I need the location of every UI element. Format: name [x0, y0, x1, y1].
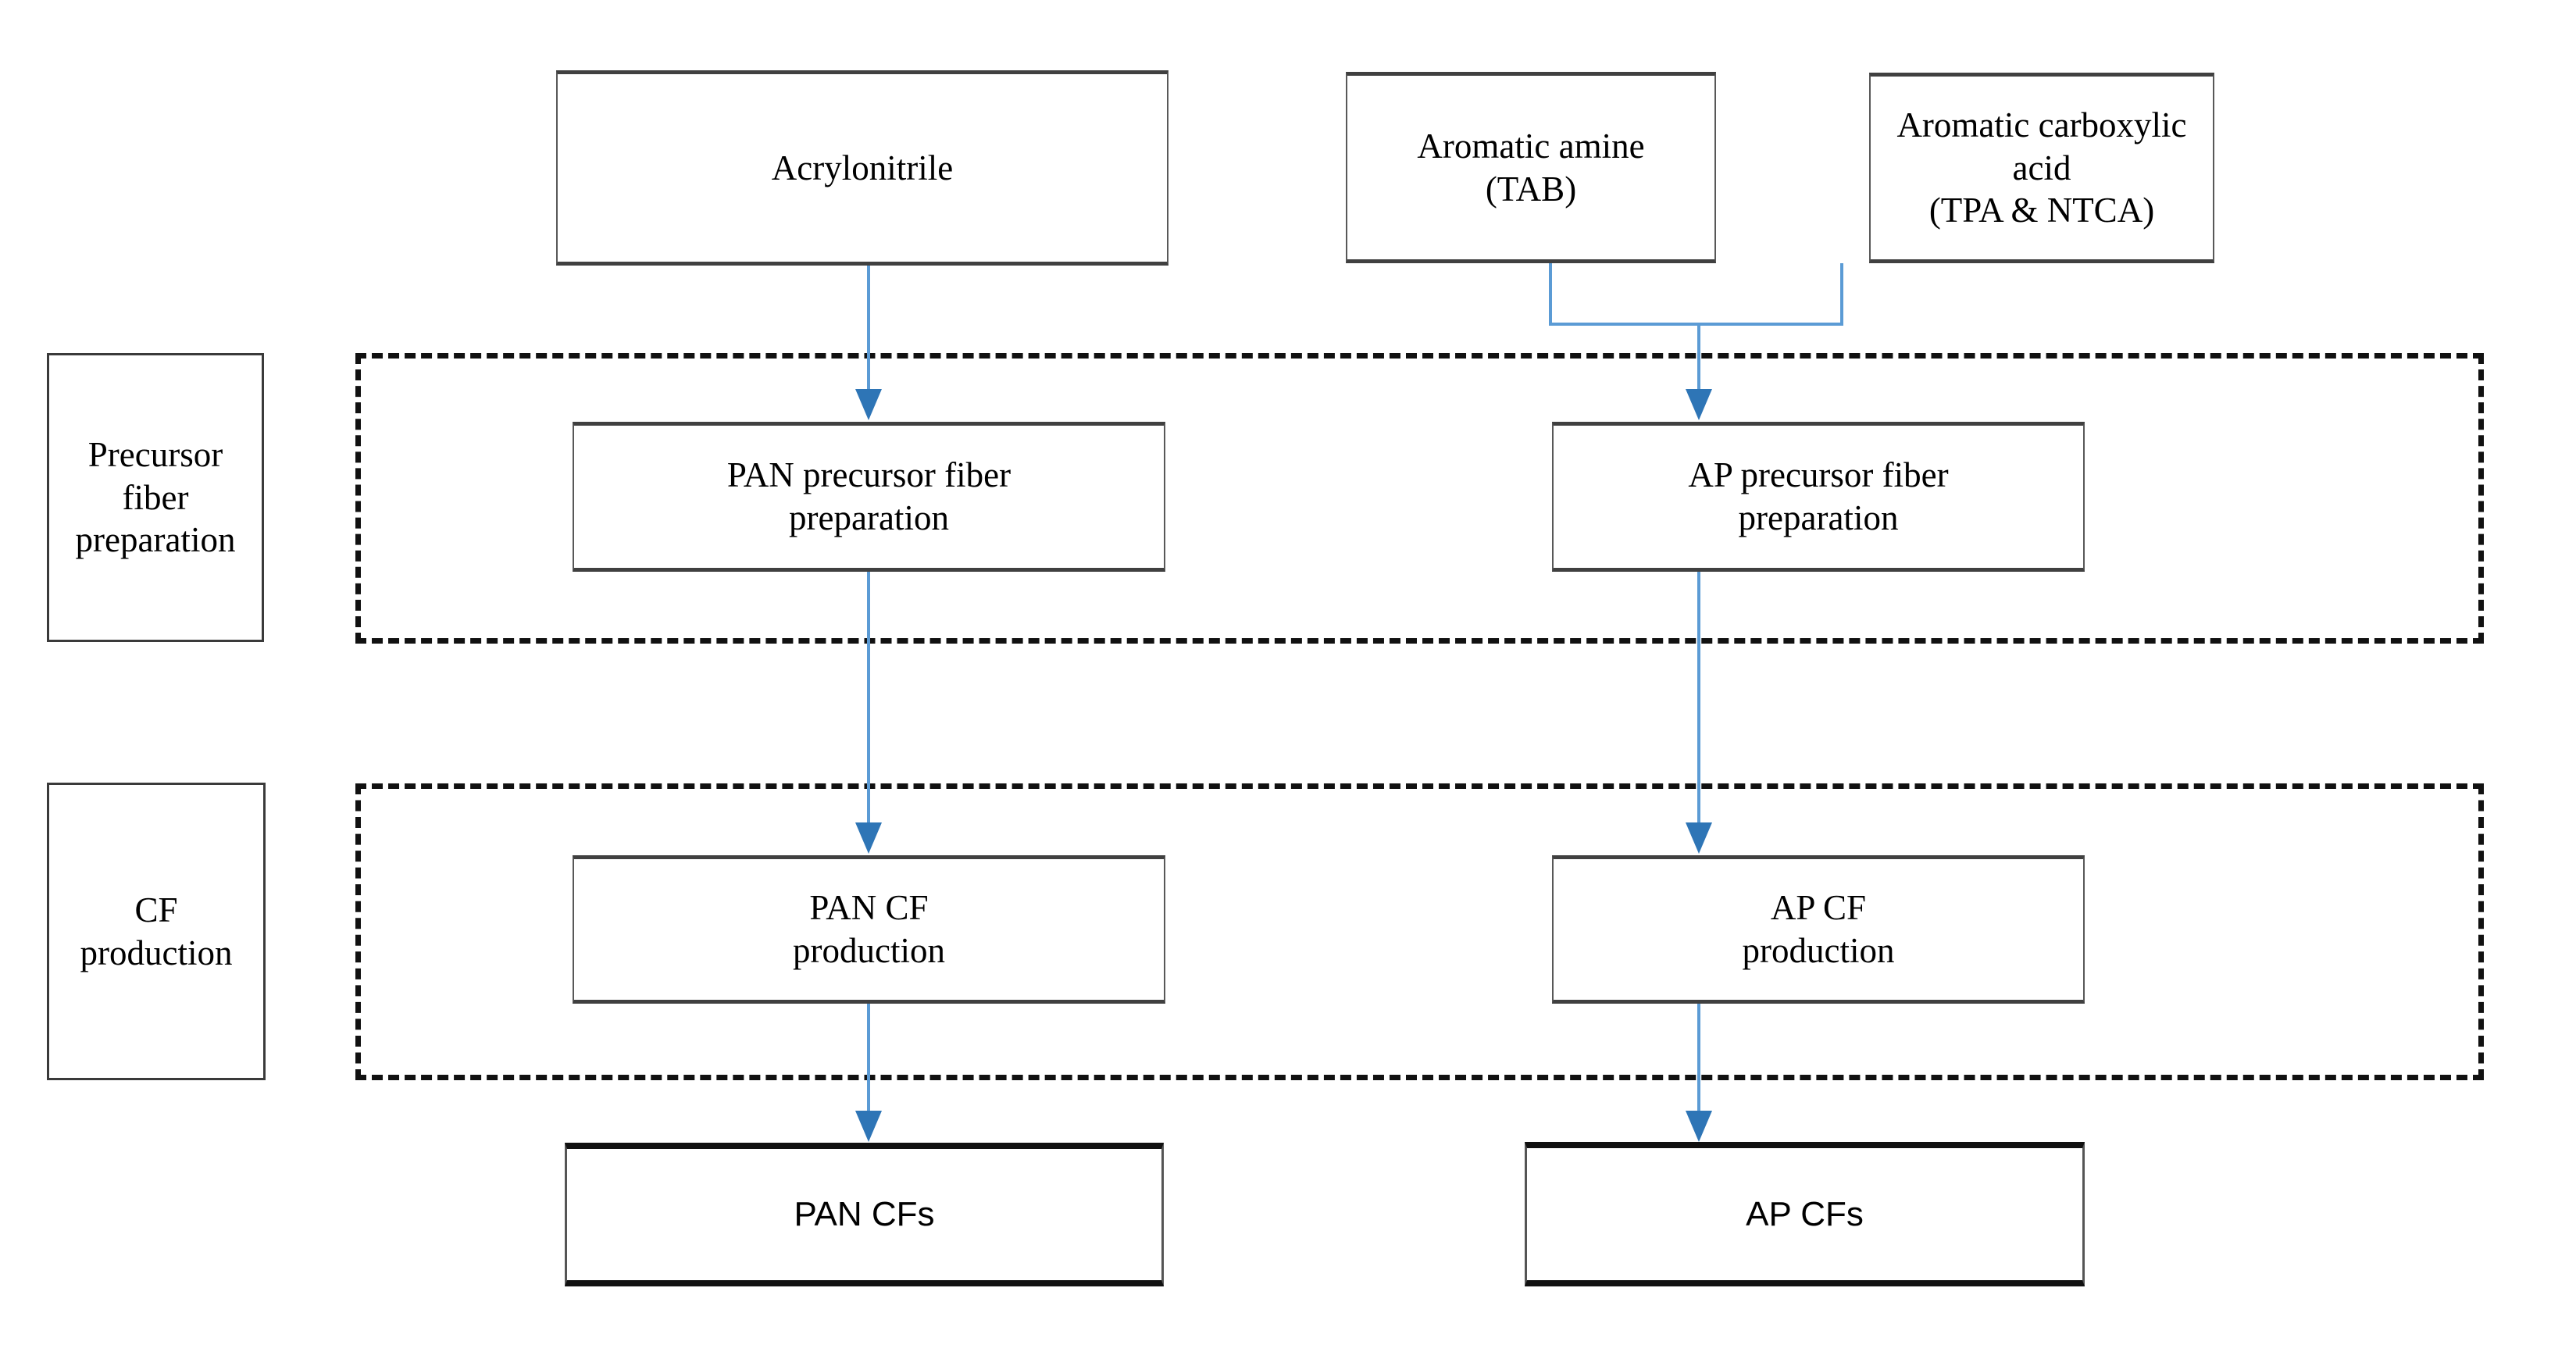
- node-ap-cfs[interactable]: AP CFs: [1525, 1142, 2085, 1286]
- node-aromatic-amine[interactable]: Aromatic amine (TAB): [1346, 72, 1716, 263]
- arrowhead-merged-to-ap-precursor: [1686, 389, 1712, 420]
- node-label-output: AP CFs: [1746, 1194, 1864, 1233]
- connector-acrylonitrile-to-pan-precursor: [867, 266, 870, 393]
- node-label-line-1: Acrylonitrile: [771, 148, 954, 187]
- connector-pan-cf-production-to-pan-cfs: [867, 1004, 870, 1113]
- stage-label-precursor-fiber-preparation: Precursor fiber preparation: [47, 353, 264, 642]
- stage-label-line-3: preparation: [75, 520, 236, 560]
- node-label-output: PAN CFs: [794, 1195, 935, 1234]
- connector-aromatic-carboxylic-acid-stub: [1840, 263, 1843, 326]
- arrowhead-pan-precursor-to-pan-cf-production: [855, 822, 882, 854]
- connector-aromatic-amine-stub: [1549, 263, 1552, 326]
- stage-label-line-2: production: [80, 933, 233, 972]
- arrowhead-acrylonitrile-to-pan-precursor: [855, 389, 882, 420]
- node-label-line-2: acid: [2012, 148, 2071, 187]
- node-label-line-1: PAN precursor fiber: [726, 455, 1011, 495]
- node-ap-precursor-fiber-preparation[interactable]: AP precursor fiber preparation: [1552, 422, 2085, 572]
- node-label-line-2: preparation: [789, 498, 949, 537]
- stage-label-line-1: Precursor: [87, 434, 223, 474]
- node-label-line-3: (TPA & NTCA): [1928, 191, 2155, 230]
- connector-pan-precursor-to-pan-cf-production: [867, 572, 870, 826]
- node-label-line-1: Aromatic amine: [1417, 126, 1645, 166]
- node-pan-cf-production[interactable]: PAN CF production: [573, 855, 1165, 1004]
- node-acrylonitrile[interactable]: Acrylonitrile: [556, 70, 1168, 266]
- node-label-line-1: AP precursor fiber: [1688, 455, 1949, 495]
- node-label-line-2: (TAB): [1485, 169, 1577, 209]
- node-label-line-2: production: [1742, 931, 1895, 970]
- connector-ap-cf-production-to-ap-cfs: [1697, 1004, 1700, 1113]
- arrowhead-pan-cf-production-to-pan-cfs: [855, 1111, 882, 1142]
- connector-merged-to-ap-precursor: [1697, 323, 1700, 393]
- arrowhead-ap-cf-production-to-ap-cfs: [1686, 1111, 1712, 1142]
- node-label-line-2: production: [793, 931, 945, 970]
- node-label-line-2: preparation: [1738, 498, 1899, 537]
- node-label-line-1: PAN CF: [809, 888, 929, 928]
- node-label-line-1: Aromatic carboxylic: [1896, 105, 2187, 144]
- node-ap-cf-production[interactable]: AP CF production: [1552, 855, 2085, 1004]
- node-pan-precursor-fiber-preparation[interactable]: PAN precursor fiber preparation: [573, 422, 1165, 572]
- node-aromatic-carboxylic-acid[interactable]: Aromatic carboxylic acid (TPA & NTCA): [1869, 73, 2214, 263]
- stage-label-line-1: CF: [134, 890, 178, 929]
- arrowhead-ap-precursor-to-ap-cf-production: [1686, 822, 1712, 854]
- stage-label-line-2: fiber: [122, 477, 189, 517]
- connector-merge-bar-aromatic-precursors: [1549, 323, 1843, 326]
- node-label-line-1: AP CF: [1770, 888, 1867, 928]
- stage-label-cf-production: CF production: [47, 783, 266, 1080]
- node-pan-cfs[interactable]: PAN CFs: [565, 1143, 1164, 1286]
- connector-ap-precursor-to-ap-cf-production: [1697, 572, 1700, 826]
